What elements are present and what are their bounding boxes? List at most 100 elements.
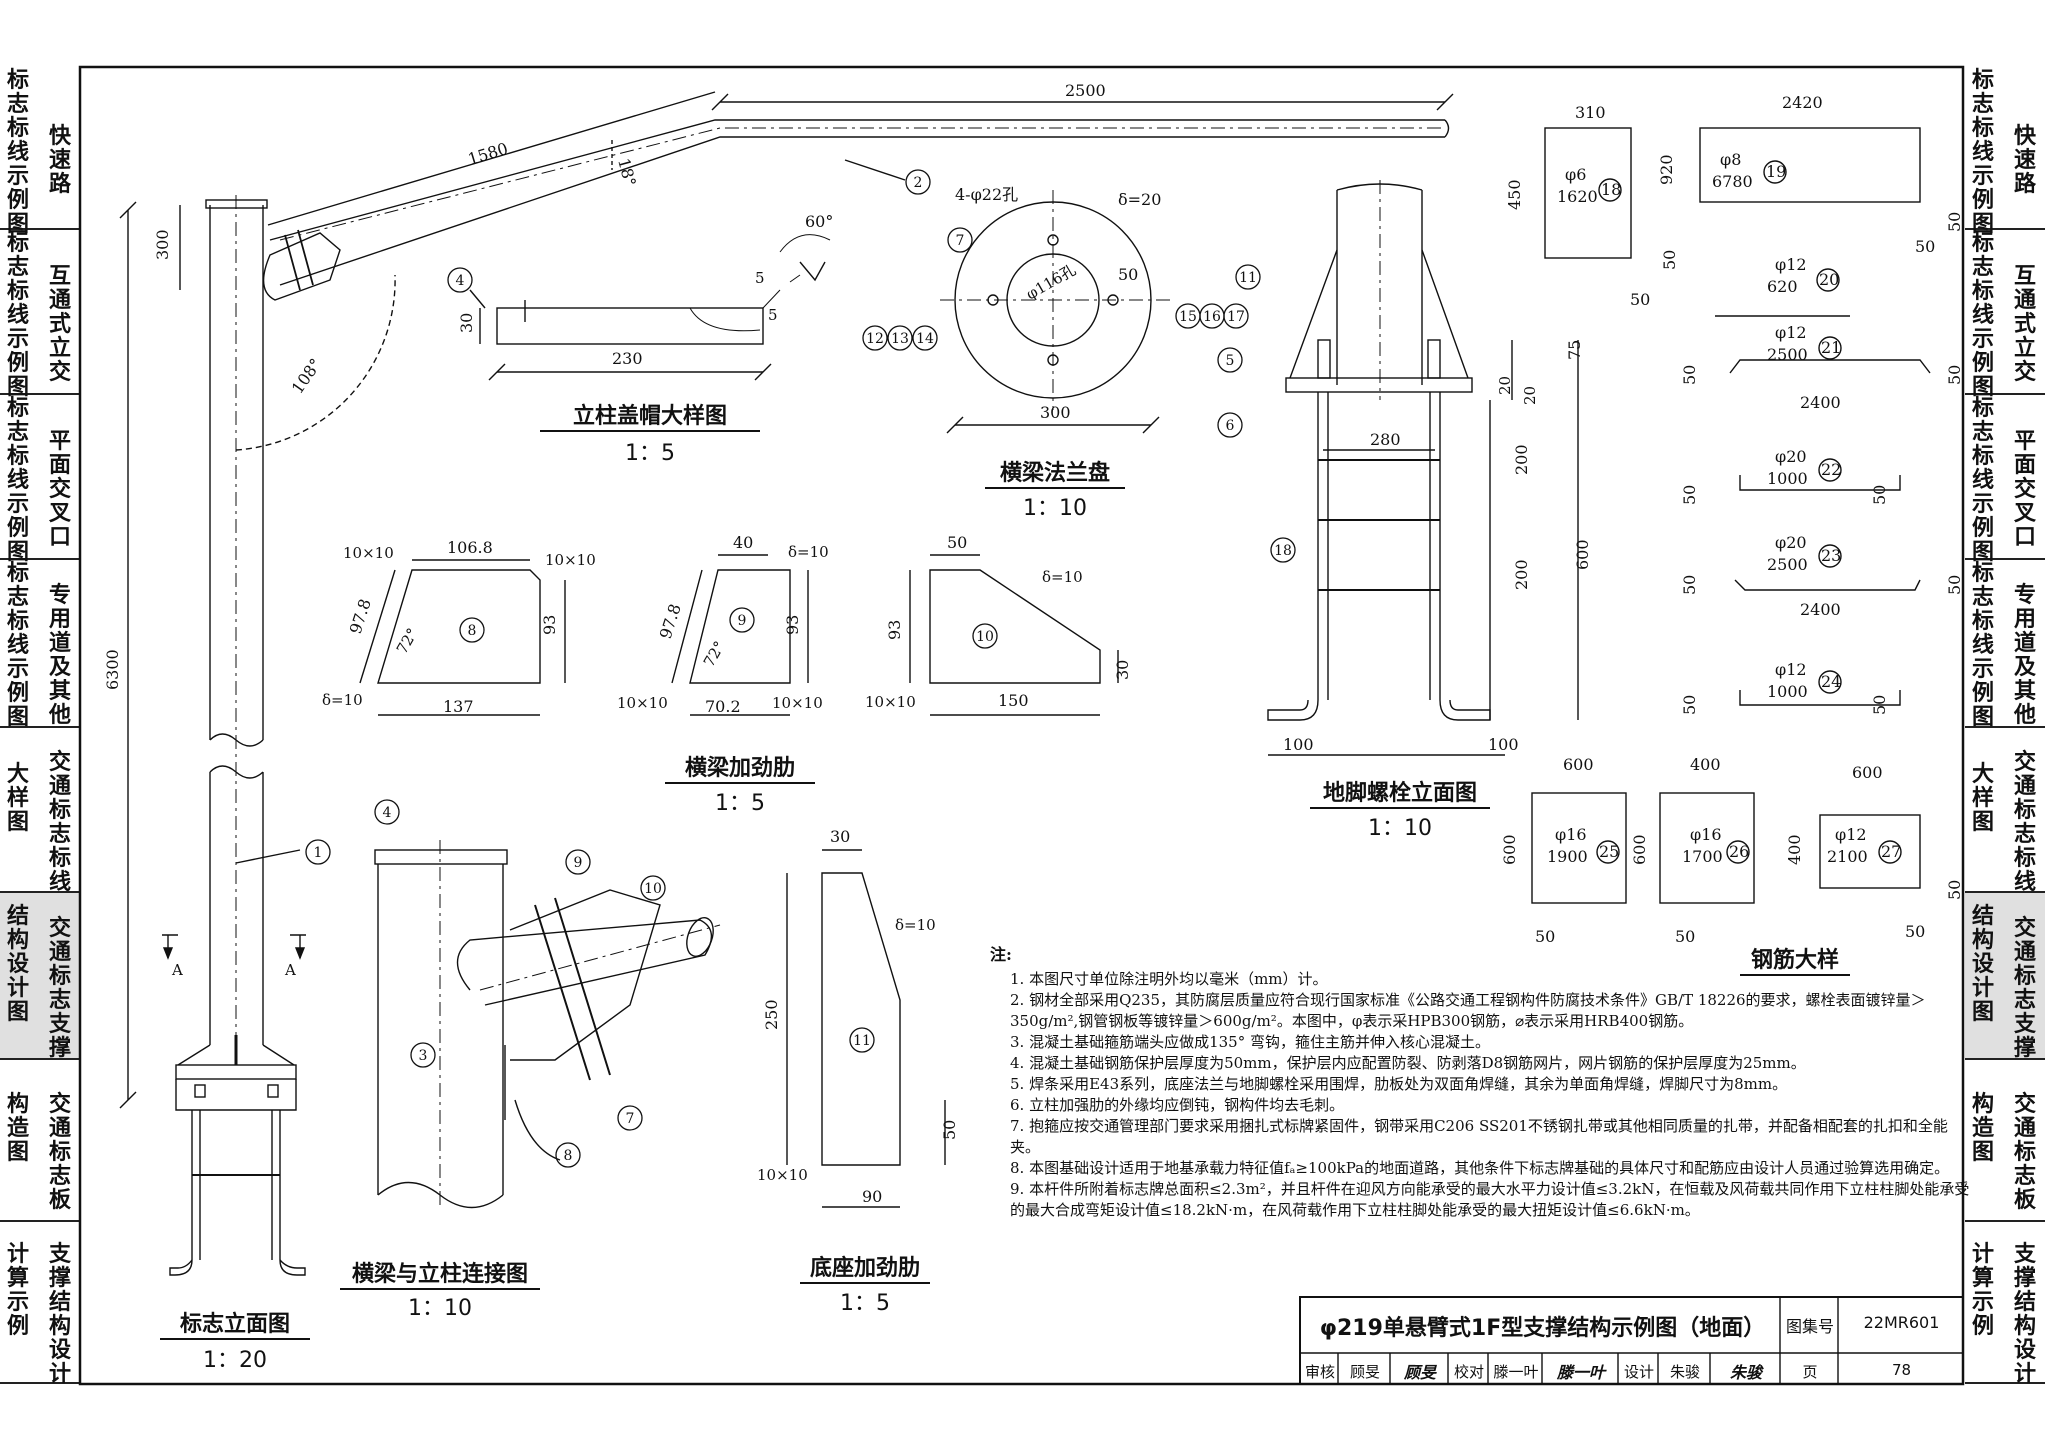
- rebar-diameter: φ8: [1720, 150, 1741, 169]
- rebar-diameter: φ20: [1775, 447, 1807, 466]
- angle-60: 60°: [805, 212, 833, 231]
- rebar-dim: 310: [1575, 103, 1606, 122]
- sidebar-category-label: 标志标线示例图: [1971, 561, 1994, 730]
- rebar-mark-circle: [1763, 160, 1787, 184]
- sidebar-topic-label: 平面交叉口: [48, 428, 71, 550]
- note-item: 4. 混凝土基础钢筋保护层厚度为50mm，保护层内应配置防裂、防剥落D8钢筋网片…: [1010, 1054, 1806, 1072]
- dim-rib10-top: 50: [947, 533, 967, 552]
- right-sidebar-section-4[interactable]: 大样图交通标志标线: [1965, 728, 2045, 894]
- rebar-dim: 50: [1945, 575, 1964, 595]
- rebar-diameter: φ12: [1835, 825, 1867, 844]
- right-sidebar-section-5[interactable]: 结构设计图交通标志支撑: [1965, 893, 2045, 1060]
- rebar-length: 1620: [1557, 187, 1598, 206]
- rebar-dim: 600: [1630, 834, 1649, 865]
- part-marker-circle: [1270, 537, 1296, 563]
- left-sidebar-section-6[interactable]: 构造图交通标志板: [0, 1060, 80, 1222]
- page-label: 页: [1802, 1363, 1818, 1381]
- cap-detail-title: 立柱盖帽大样图: [540, 398, 760, 432]
- part-number: 3: [419, 1048, 428, 1064]
- left-sidebar-section-0[interactable]: 标志标线示例图快速路: [0, 67, 80, 237]
- beam-rib-scale: 1：5: [715, 791, 765, 816]
- rebar-dim: 2420: [1782, 93, 1823, 112]
- rebar-mark-circle: [1816, 268, 1840, 292]
- flange-scale: 1：10: [1023, 496, 1087, 521]
- angle-rib8: 72°: [393, 625, 422, 657]
- left-sidebar-section-1[interactable]: 标志标线示例图互通式立交: [0, 230, 80, 400]
- checker-signature: 滕一叶: [1556, 1363, 1605, 1382]
- part-marker-circle: [1223, 303, 1249, 329]
- left-sidebar-section-4[interactable]: 大样图交通标志标线: [0, 728, 80, 894]
- left-sidebar-section-3[interactable]: 标志标线示例图专用道及其他: [0, 560, 80, 730]
- part-number: 12: [866, 331, 884, 347]
- dim-anchor-100b: 100: [1488, 735, 1519, 754]
- part-number: 8: [468, 623, 477, 639]
- sidebar-category-label: 结构设计图: [6, 903, 29, 1025]
- rebar-length: 2100: [1827, 847, 1868, 866]
- right-sidebar-section-1[interactable]: 标志标线示例图互通式立交: [1965, 230, 2045, 400]
- right-sidebar-section-2[interactable]: 标志标线示例图平面交叉口: [1965, 395, 2045, 565]
- dim-rib9-h: 93: [783, 615, 802, 635]
- rebar-dim: 920: [1657, 154, 1676, 185]
- dim-rib10-bot: 150: [998, 691, 1029, 710]
- rebar-dim: 50: [1945, 880, 1964, 900]
- dim-base-rib-h: 250: [762, 999, 781, 1030]
- sidebar-category-label: 标志标线示例图: [1971, 396, 1994, 565]
- right-sidebar-section-0[interactable]: 标志标线示例图快速路: [1965, 67, 2045, 237]
- rebar-dim: 400: [1785, 834, 1804, 865]
- rebar-mark-number: 20: [1819, 270, 1839, 289]
- part-number: 8: [564, 1148, 573, 1164]
- rebar-mark-number: 19: [1766, 162, 1786, 181]
- flange-title: 横梁法兰盘: [985, 455, 1125, 489]
- dim-anchor-200a: 200: [1512, 444, 1531, 475]
- dim-anchor-75: 75: [1565, 340, 1584, 360]
- checker-name: 滕一叶: [1493, 1363, 1539, 1381]
- atlas-label: 图集号: [1785, 1317, 1834, 1336]
- review-label: 审核: [1304, 1363, 1335, 1381]
- part-marker-circle: [459, 617, 485, 643]
- rebar-dim: 50: [1905, 922, 1925, 941]
- dim-rib9-top: 40: [733, 533, 753, 552]
- elevation-title: 标志立面图: [160, 1306, 310, 1340]
- left-sidebar-section-7[interactable]: 计算示例支撑结构设计: [0, 1222, 80, 1387]
- notes-block: 注: 1. 本图尺寸单位除注明外均以毫米（mm）计。2. 钢材全部采用Q235，…: [990, 944, 1970, 1221]
- rebar-length: 2500: [1767, 345, 1808, 364]
- part-number: 18: [1274, 543, 1292, 559]
- notes-heading: 注:: [990, 945, 1012, 964]
- part-number: 5: [1226, 353, 1235, 369]
- rebar-mark-circle: [1818, 544, 1842, 568]
- sidebar-category-label: 计算示例: [1971, 1242, 1994, 1339]
- rebar-mark-circle: [1818, 670, 1842, 694]
- dim-anchor-100a: 100: [1283, 735, 1314, 754]
- anchor-scale: 1：10: [1368, 816, 1432, 841]
- rebar-dim: 50: [1945, 365, 1964, 385]
- right-sidebar-section-3[interactable]: 标志标线示例图专用道及其他: [1965, 560, 2045, 730]
- anchor-title: 地脚螺栓立面图: [1310, 775, 1490, 809]
- part-number: 9: [738, 613, 747, 629]
- rebar-details: [1531, 127, 1931, 904]
- note-item: 5. 焊条采用E43系列，底座法兰与地脚螺栓采用围焊，肋板处为双面角焊缝，其余为…: [1010, 1075, 1788, 1093]
- note-item: 1. 本图尺寸单位除注明外均以毫米（mm）计。: [1010, 970, 1328, 988]
- part-number: 16: [1203, 309, 1221, 325]
- sidebar-topic-label: 快速路: [2013, 123, 2036, 197]
- part-number: 7: [626, 1111, 635, 1127]
- dim-anchor-20a: 20: [1496, 376, 1514, 395]
- right-sidebar-section-7[interactable]: 计算示例支撑结构设计: [1965, 1222, 2045, 1387]
- left-sidebar-section-5[interactable]: 结构设计图交通标志支撑: [0, 893, 80, 1060]
- right-sidebar-section-6[interactable]: 构造图交通标志板: [1965, 1060, 2045, 1222]
- base-rib-scale: 1：5: [840, 1291, 890, 1316]
- rebar-length: 1000: [1767, 682, 1808, 701]
- part-number: 11: [1239, 270, 1257, 286]
- dim-rib8-diag: 97.8: [346, 596, 375, 636]
- part-number: 17: [1227, 309, 1245, 325]
- rebar-mark-number: 24: [1821, 672, 1841, 691]
- sidebar-category-label: 标志标线示例图: [1971, 68, 1994, 237]
- sidebar-topic-label: 交通标志支撑: [2013, 915, 2036, 1061]
- dim-cap-230: 230: [612, 349, 643, 368]
- rebar-title: 钢筋大样: [1740, 942, 1850, 976]
- left-sidebar-section-2[interactable]: 标志标线示例图平面交叉口: [0, 395, 80, 565]
- rebar-diameter: φ20: [1775, 533, 1807, 552]
- rebar-dim: 50: [1680, 575, 1699, 595]
- rebar-mark-number: 27: [1881, 842, 1901, 861]
- rebar-length: 2500: [1767, 555, 1808, 574]
